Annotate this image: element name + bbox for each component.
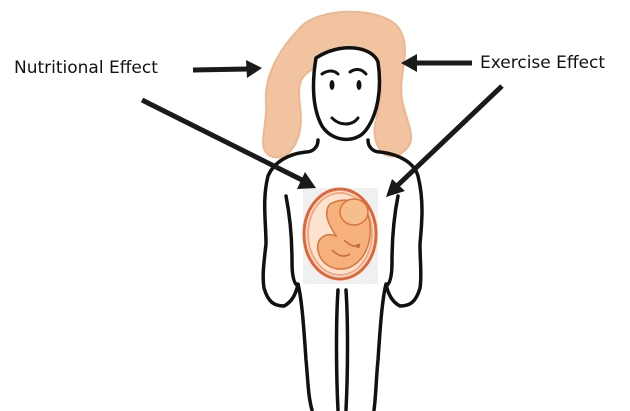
arrow-icon	[401, 54, 472, 72]
right-eye	[357, 80, 362, 90]
nutritional-effect-label: Nutritional Effect	[14, 58, 158, 78]
fetus-icon	[303, 188, 378, 284]
face	[314, 48, 380, 140]
left-eye	[330, 80, 335, 90]
arrow-icon	[193, 60, 262, 78]
exercise-effect-label: Exercise Effect	[480, 53, 605, 73]
